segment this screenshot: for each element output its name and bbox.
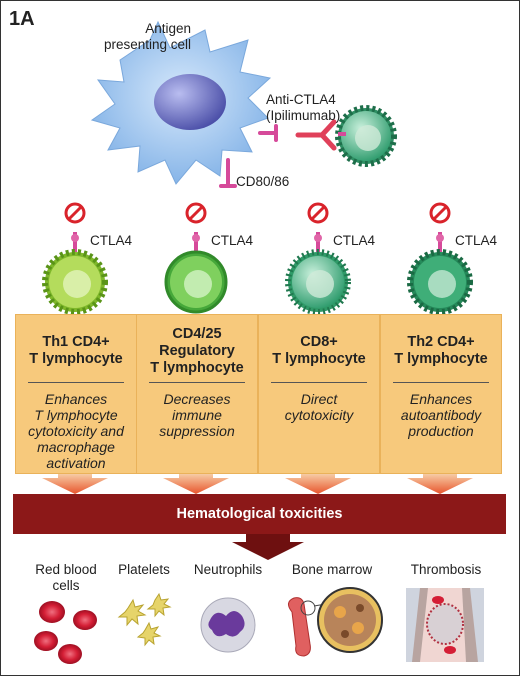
ctla4-label-4: CTLA4 — [455, 233, 498, 248]
figure-label: 1A — [9, 8, 35, 30]
toxicity-label-thrombosis: Thrombosis — [410, 562, 482, 577]
bone-marrow-icon — [288, 587, 383, 657]
inhibit-icon-4 — [429, 202, 451, 224]
divider — [271, 382, 367, 383]
ctla4-label-3: CTLA4 — [333, 233, 376, 248]
apc-nucleus — [154, 74, 226, 130]
ctla4-receptor-tips — [71, 234, 444, 242]
apc-label-line: Antigen presenting cell — [103, 21, 191, 52]
apc-label: Antigen presenting cell — [85, 21, 191, 53]
t-cell-with-ctla4 — [335, 105, 397, 167]
inhibit-icon-3 — [307, 202, 329, 224]
cell-title: CD4/25 Regulatory T lymphocyte — [150, 325, 244, 376]
down-arrows — [42, 472, 473, 494]
drug-label: Anti-CTLA4 (Ipilimumab) — [266, 92, 341, 123]
antigen-presenting-cell — [90, 20, 272, 185]
divider — [149, 382, 245, 383]
divider — [28, 382, 124, 383]
inhibit-icon-1 — [64, 202, 86, 224]
cell-effect: Decreases immune suppression — [159, 391, 235, 439]
cell-box-cd8: CD8+ T lymphocyte Direct cytotoxicity — [258, 314, 380, 474]
cell-box-th2: Th2 CD4+ T lymphocyte Enhances autoantib… — [380, 314, 502, 474]
ctla4-label-1: CTLA4 — [90, 233, 133, 248]
toxicity-label-bone-marrow: Bone marrow — [291, 562, 373, 577]
th1-cell — [42, 249, 108, 315]
cell-title: CD8+ T lymphocyte — [272, 334, 366, 367]
platelets-icon — [117, 592, 172, 647]
cell-box-th1: Th1 CD4+ T lymphocyte Enhances T lymphoc… — [15, 314, 137, 474]
divider — [393, 382, 489, 383]
treg-cell — [164, 250, 228, 314]
ctla4-label-2: CTLA4 — [211, 233, 254, 248]
toxicity-label-platelets: Platelets — [118, 562, 170, 577]
cell-effect: Direct cytotoxicity — [284, 391, 354, 423]
banner-arrow — [232, 534, 304, 560]
inhibit-icon-2 — [185, 202, 207, 224]
neutrophil-icon — [200, 597, 256, 653]
toxicity-label-neutrophils: Neutrophils — [193, 562, 263, 577]
thrombosis-icon — [406, 588, 484, 662]
hematological-toxicities-banner: Hematological toxicities — [13, 494, 506, 534]
red-blood-cells-icon — [34, 601, 97, 664]
cell-title: Th2 CD4+ T lymphocyte — [394, 334, 488, 367]
cd8-cell — [285, 249, 351, 315]
cell-title: Th1 CD4+ T lymphocyte — [29, 334, 123, 367]
cell-effect: Enhances T lymphocyte cytotoxicity and m… — [28, 391, 124, 471]
cell-effect: Enhances autoantibody production — [400, 391, 482, 439]
cell-box-treg: CD4/25 Regulatory T lymphocyte Decreases… — [136, 314, 258, 474]
cd80-86-ligand — [219, 124, 278, 188]
toxicity-label-rbc: Red blood cells — [35, 562, 97, 593]
ipilimumab-antibody-icon — [295, 119, 337, 151]
ligand-label: CD80/86 — [236, 174, 290, 189]
th2-cell — [407, 249, 473, 315]
